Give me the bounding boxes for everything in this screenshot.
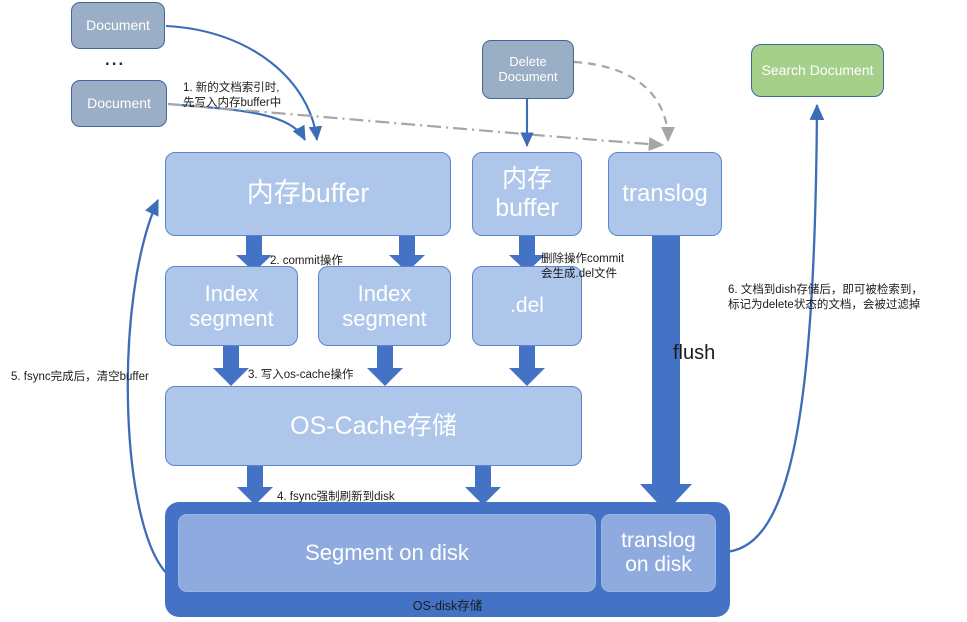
- block-arrow-os-cache-to-disk-left: [237, 466, 273, 505]
- node-document-top[interactable]: Document: [71, 2, 165, 49]
- block-arrow-del-to-os-cache: [509, 346, 545, 386]
- annotation-step-4-label: 4. fsync强制刷新到disk: [277, 490, 395, 503]
- block-arrow-os-cache-to-disk-right: [465, 466, 501, 505]
- index-segment-1-label: Index segment: [189, 280, 274, 331]
- os-cache-label: OS-Cache存储: [290, 411, 457, 440]
- annotation-flush-label: flush: [673, 342, 716, 364]
- block-arrow-index-segment-1-to-os-cache: [213, 346, 249, 386]
- node-index-segment-1[interactable]: Index segment: [165, 266, 298, 346]
- node-document-bottom[interactable]: Document: [71, 80, 167, 127]
- node-memory-buffer-small[interactable]: 内存 buffer: [472, 152, 582, 236]
- memory-buffer-main-label: 内存buffer: [246, 178, 370, 209]
- document-top-label: Document: [86, 17, 150, 34]
- segment-on-disk-label: Segment on disk: [305, 540, 469, 566]
- annotation-step-6-label: 6. 文档到dish存储后，即可被检索到， 标记为delete状态的文档，会被过…: [728, 283, 923, 312]
- annotation-delete-commit: 删除操作commit 会生成.del文件: [541, 236, 624, 283]
- del-file-label: .del: [510, 293, 544, 317]
- node-os-disk-container[interactable]: Segment on disk translog on disk OS-disk…: [165, 502, 730, 617]
- os-disk-caption: OS-disk存储: [165, 595, 730, 614]
- node-del-file[interactable]: .del: [472, 266, 582, 346]
- translog-label: translog: [622, 180, 708, 208]
- index-segment-2-label: Index segment: [342, 280, 427, 331]
- annotation-step-2-label: 2. commit操作: [270, 254, 343, 267]
- annotation-delete-commit-label: 删除操作commit 会生成.del文件: [541, 252, 625, 281]
- os-disk-caption-label: OS-disk存储: [412, 599, 483, 613]
- node-translog-on-disk[interactable]: translog on disk: [601, 514, 716, 592]
- annotation-step-4: 4. fsync强制刷新到disk: [277, 474, 395, 505]
- annotation-step-6: 6. 文档到dish存储后，即可被检索到， 标记为delete状态的文档，会被过…: [728, 267, 967, 314]
- annotation-step-2: 2. commit操作: [270, 238, 343, 269]
- node-os-cache[interactable]: OS-Cache存储: [165, 386, 582, 466]
- memory-buffer-small-label: 内存 buffer: [495, 165, 559, 222]
- annotation-step-3: 3. 写入os-cache操作: [248, 352, 353, 383]
- node-segment-on-disk[interactable]: Segment on disk: [178, 514, 596, 592]
- node-delete-document[interactable]: Delete Document: [482, 40, 574, 99]
- annotation-step-1: 1. 新的文档索引时, 先写入内存buffer中: [183, 65, 373, 112]
- annotation-step-3-label: 3. 写入os-cache操作: [248, 368, 354, 381]
- block-arrow-translog-flush-to-disk: [640, 236, 692, 512]
- annotation-flush: flush: [673, 341, 715, 365]
- dashed-delete-to-translog: [573, 60, 676, 143]
- translog-on-disk-label: translog on disk: [621, 528, 696, 576]
- annotation-step-5: 5. fsync完成后，清空buffer: [11, 354, 149, 385]
- annotation-step-1-label: 1. 新的文档索引时, 先写入内存buffer中: [183, 81, 282, 110]
- documents-ellipsis: ...: [105, 50, 125, 70]
- search-document-label: Search Document: [761, 62, 874, 79]
- annotation-step-5-label: 5. fsync完成后，清空buffer: [11, 370, 149, 383]
- node-translog[interactable]: translog: [608, 152, 722, 236]
- node-search-document[interactable]: Search Document: [751, 44, 884, 97]
- block-arrow-index-segment-2-to-os-cache: [367, 346, 403, 386]
- ellipsis-label: ...: [105, 50, 126, 69]
- arrow-disk-to-search-document: [721, 103, 825, 554]
- delete-document-label: Delete Document: [498, 53, 558, 84]
- node-memory-buffer-main[interactable]: 内存buffer: [165, 152, 451, 236]
- node-index-segment-2[interactable]: Index segment: [318, 266, 451, 346]
- document-bottom-label: Document: [87, 95, 151, 112]
